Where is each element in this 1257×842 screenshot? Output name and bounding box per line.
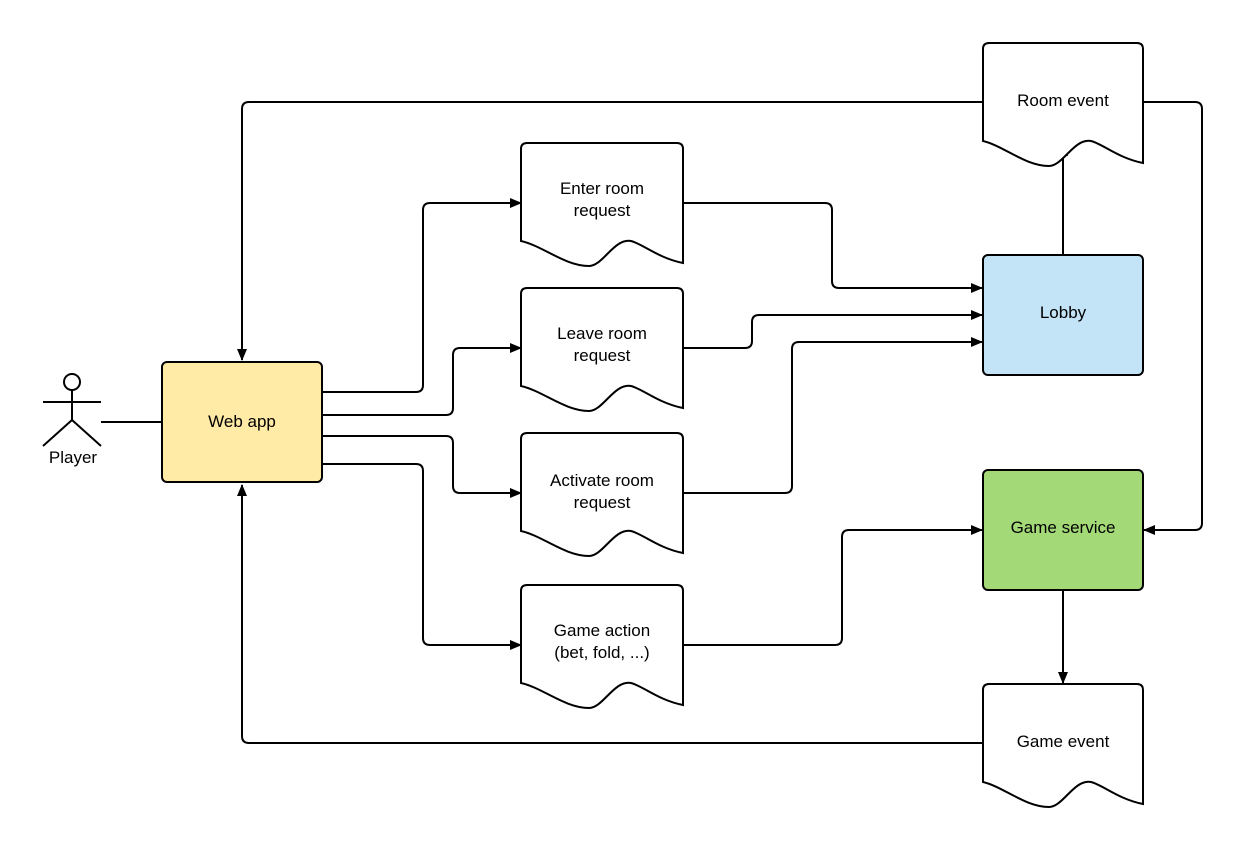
enter-room-label-line2: request bbox=[574, 201, 631, 220]
game-service-box bbox=[982, 469, 1144, 591]
leave-room-label-line2: request bbox=[574, 346, 631, 365]
enter-room-doc-shape bbox=[520, 142, 684, 268]
activate-room-doc-shape bbox=[520, 432, 684, 558]
node-game-action: Game action (bet, fold, ...) bbox=[520, 584, 684, 710]
web-app-label: Web app bbox=[208, 412, 276, 431]
actor-body bbox=[42, 390, 102, 447]
connector-enter-room-lobby bbox=[683, 202, 983, 293]
connector-webapp-leave-room bbox=[323, 343, 522, 416]
connector-game-event-webapp bbox=[237, 484, 983, 744]
game-action-doc-shape bbox=[520, 584, 684, 710]
connector-webapp-enter-room bbox=[323, 198, 522, 393]
lobby-box bbox=[982, 254, 1144, 376]
node-leave-room-request: Leave room request bbox=[520, 287, 684, 413]
player-actor: Player bbox=[42, 373, 102, 467]
node-web-app: Web app bbox=[161, 361, 323, 483]
connector-webapp-game-action bbox=[323, 463, 522, 650]
node-game-event: Game event bbox=[982, 683, 1144, 809]
game-service-label: Game service bbox=[1011, 518, 1116, 537]
connector-game-action-game-service bbox=[683, 525, 983, 646]
enter-room-label-line1: Enter room bbox=[560, 179, 644, 198]
activate-room-label-line1: Activate room bbox=[550, 471, 654, 490]
node-lobby: Lobby bbox=[982, 254, 1144, 376]
connector-webapp-activate-room bbox=[323, 435, 522, 498]
game-action-label-line1: Game action bbox=[554, 621, 650, 640]
game-event-label: Game event bbox=[1017, 732, 1110, 751]
connector-leave-room-lobby bbox=[683, 310, 983, 349]
web-app-box bbox=[161, 361, 323, 483]
connector-room-event-game-service bbox=[1143, 101, 1203, 535]
actor-head bbox=[63, 373, 81, 391]
room-event-doc-shape bbox=[982, 42, 1144, 168]
game-action-label-line2: (bet, fold, ...) bbox=[554, 643, 649, 662]
leave-room-doc-shape bbox=[520, 287, 684, 413]
node-enter-room-request: Enter room request bbox=[520, 142, 684, 268]
node-game-service: Game service bbox=[982, 469, 1144, 591]
game-event-doc-shape bbox=[982, 683, 1144, 809]
leave-room-label-line1: Leave room bbox=[557, 324, 647, 343]
node-room-event: Room event bbox=[982, 42, 1144, 168]
lobby-label: Lobby bbox=[1040, 303, 1087, 322]
node-activate-room-request: Activate room request bbox=[520, 432, 684, 558]
connectors bbox=[101, 101, 1203, 744]
connector-activate-room-lobby bbox=[683, 337, 983, 494]
actor-label: Player bbox=[49, 448, 98, 467]
activate-room-label-line2: request bbox=[574, 493, 631, 512]
connector-room-event-webapp bbox=[237, 101, 983, 361]
room-event-label: Room event bbox=[1017, 91, 1109, 110]
